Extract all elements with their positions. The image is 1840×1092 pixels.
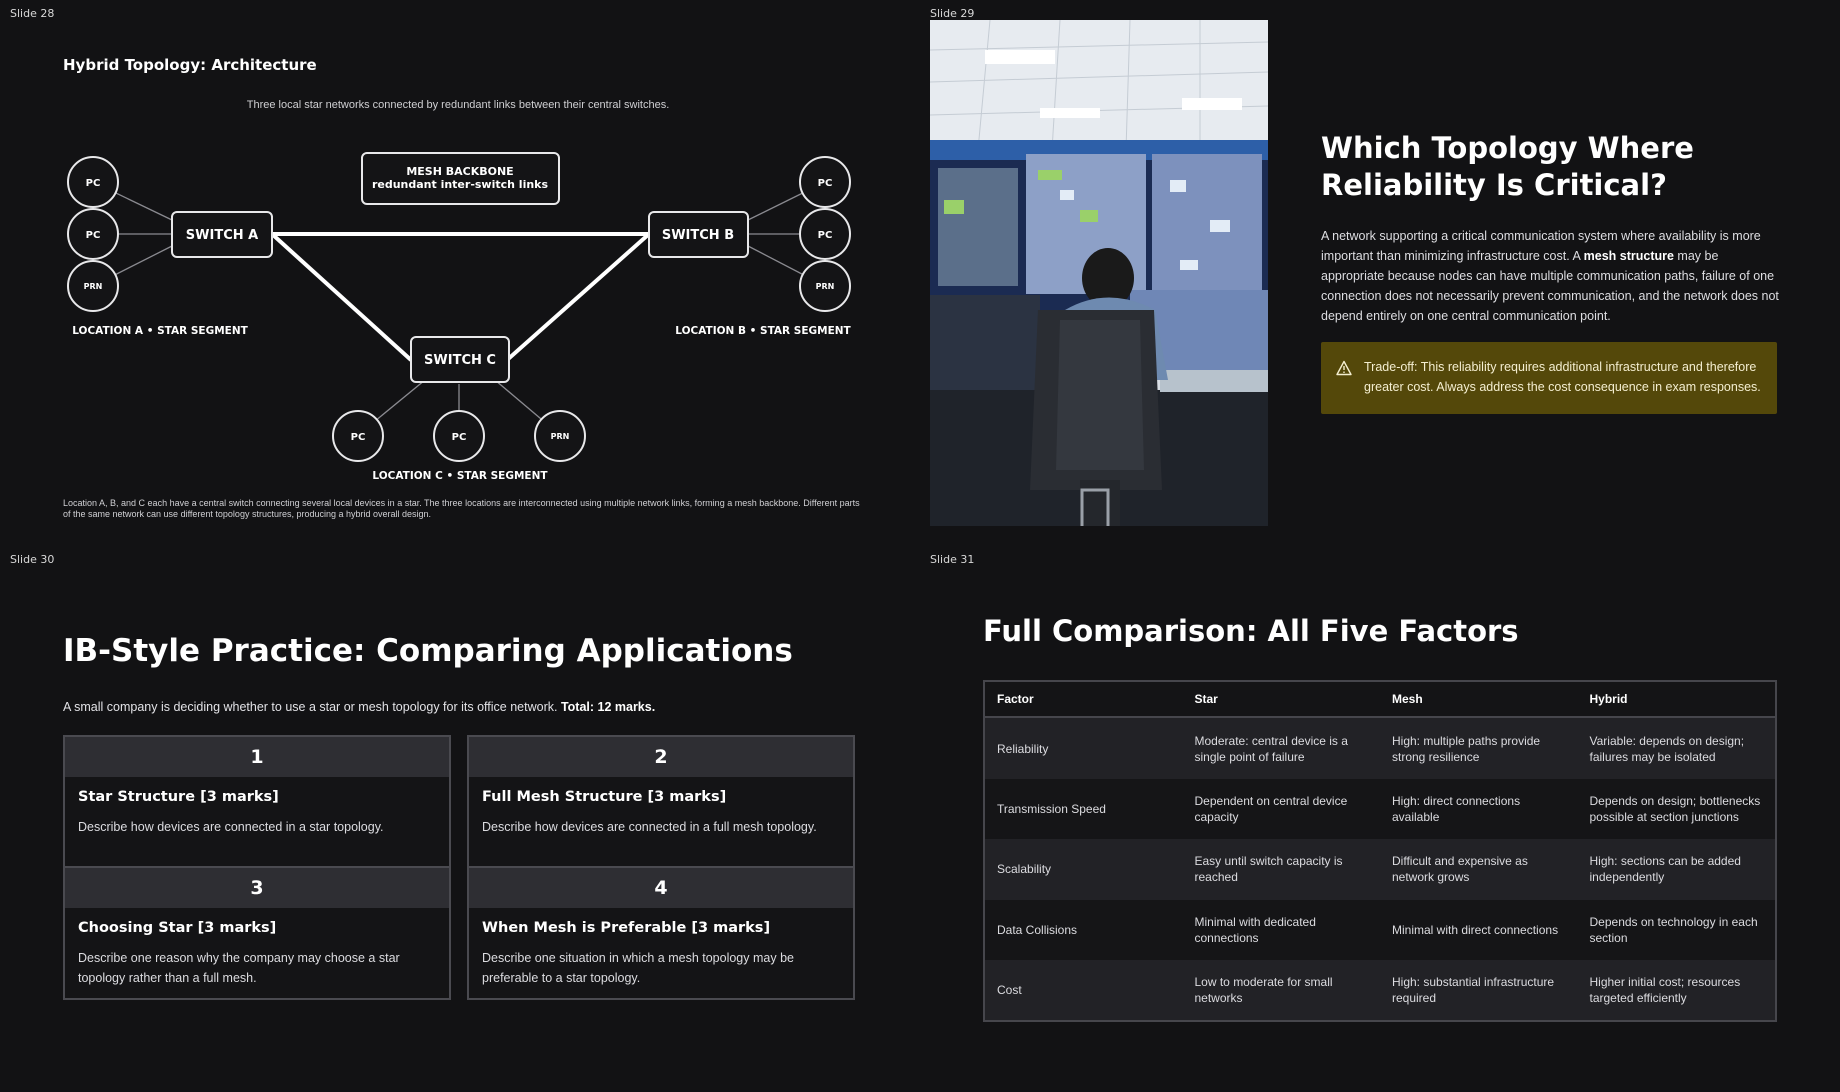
slide-30-title: IB-Style Practice: Comparing Application…	[63, 633, 793, 669]
card-text: Describe one situation in which a mesh t…	[482, 951, 794, 985]
pc-label: PC	[351, 432, 366, 443]
column-header: Mesh	[1380, 682, 1578, 718]
slide-28-label: Slide 28	[10, 7, 55, 20]
table-cell: Low to moderate for small networks	[1182, 959, 1380, 1020]
table-cell: Data Collisions	[985, 899, 1183, 960]
table-row: Scalability Easy until switch capacity i…	[985, 839, 1775, 900]
slide-29-body: A network supporting a critical communic…	[1321, 226, 1781, 326]
pc-label: PC	[452, 432, 467, 443]
pc-label: PC	[818, 230, 833, 241]
printer-node	[534, 410, 586, 462]
printer-node	[67, 260, 119, 312]
slide-30-intro: A small company is deciding whether to u…	[63, 700, 655, 714]
backbone-label-2: redundant inter-switch links	[372, 178, 549, 191]
slide-31-label: Slide 31	[930, 553, 975, 566]
control-room-photo	[930, 20, 1268, 526]
pc-label: PC	[86, 178, 101, 189]
segment-b-label: LOCATION B • STAR SEGMENT	[675, 325, 851, 337]
table-row: Data Collisions Minimal with dedicated c…	[985, 899, 1775, 960]
pc-node	[799, 156, 851, 208]
pc-node	[67, 156, 119, 208]
tradeoff-callout: Trade-off: This reliability requires add…	[1321, 342, 1777, 414]
prn-label: PRN	[816, 282, 835, 291]
question-card-2: 2 Full Mesh Structure [3 marks] Describe…	[467, 735, 855, 869]
slide-28-subtitle: Three local star networks connected by r…	[246, 99, 670, 111]
warning-icon	[1336, 360, 1352, 376]
printer-node	[799, 260, 851, 312]
card-title: Choosing Star [3 marks]	[78, 920, 277, 936]
card-title: When Mesh is Preferable [3 marks]	[482, 920, 771, 936]
hybrid-topology-diagram: SWITCH A SWITCH B SWITCH C MESH BACKBONE…	[67, 152, 852, 482]
card-title: Full Mesh Structure [3 marks]	[482, 789, 727, 805]
table-cell: Minimal with direct connections	[1380, 899, 1578, 960]
switch-a-label: SWITCH A	[186, 228, 258, 243]
switch-c-label: SWITCH C	[424, 353, 496, 368]
body-emphasis: mesh structure	[1583, 249, 1674, 263]
table-cell: Higher initial cost; resources targeted …	[1577, 959, 1775, 1020]
body-text: A network supporting a critical communic…	[1321, 229, 1761, 263]
slide-29-title: Which Topology Where Reliability Is Crit…	[1321, 131, 1694, 202]
mesh-backbone-box	[361, 152, 560, 205]
table-cell: Cost	[985, 959, 1183, 1020]
question-card-1: 1 Star Structure [3 marks] Describe how …	[63, 735, 451, 869]
callout-text: Trade-off: This reliability requires add…	[1364, 360, 1761, 394]
card-text: Describe one reason why the company may …	[78, 951, 400, 985]
backbone-label-1: MESH BACKBONE	[406, 165, 513, 178]
card-number: 3	[65, 868, 449, 908]
table-cell: Transmission Speed	[985, 779, 1183, 840]
card-text: Describe how devices are connected in a …	[482, 820, 817, 834]
table-cell: Moderate: central device is a single poi…	[1182, 717, 1380, 780]
card-number: 4	[469, 868, 853, 908]
slide-31-title: Full Comparison: All Five Factors	[983, 614, 1519, 648]
table-cell: High: sections can be added independentl…	[1577, 839, 1775, 900]
total-marks: Total: 12 marks.	[560, 700, 656, 714]
column-header: Hybrid	[1577, 682, 1775, 718]
table-cell: Minimal with dedicated connections	[1182, 899, 1380, 960]
table-cell: High: multiple paths provide strong resi…	[1380, 717, 1578, 780]
segment-c-label: LOCATION C • STAR SEGMENT	[372, 470, 548, 482]
table-header-row: Factor Star Mesh Hybrid	[985, 682, 1775, 718]
table-cell: High: direct connections available	[1380, 779, 1578, 840]
card-number: 2	[469, 737, 853, 777]
intro-text: A small company is deciding whether to u…	[63, 700, 561, 714]
question-card-4: 4 When Mesh is Preferable [3 marks] Desc…	[467, 866, 855, 1000]
prn-label: PRN	[84, 282, 103, 291]
card-number: 1	[65, 737, 449, 777]
column-header: Factor	[985, 682, 1183, 718]
table-cell: Difficult and expensive as network grows	[1380, 839, 1578, 900]
body-text: may be appropriate because nodes can hav…	[1321, 249, 1779, 323]
switch-c-box	[410, 336, 510, 383]
pc-node	[67, 208, 119, 260]
table-cell: Easy until switch capacity is reached	[1182, 839, 1380, 900]
column-header: Star	[1182, 682, 1380, 718]
table-cell: Scalability	[985, 839, 1183, 900]
prn-label: PRN	[551, 432, 570, 441]
pc-label: PC	[86, 230, 101, 241]
switch-a-box	[171, 211, 273, 258]
segment-a-label: LOCATION A • STAR SEGMENT	[72, 325, 248, 337]
table-cell: Variable: depends on design; failures ma…	[1577, 717, 1775, 780]
table-row: Transmission Speed Dependent on central …	[985, 779, 1775, 840]
pc-node	[799, 208, 851, 260]
card-title: Star Structure [3 marks]	[78, 789, 279, 805]
slide-30-label: Slide 30	[10, 553, 55, 566]
slide-29-label: Slide 29	[930, 7, 975, 20]
comparison-table: Factor Star Mesh Hybrid Reliability Mode…	[983, 680, 1777, 1022]
table-cell: Depends on design; bottlenecks possible …	[1577, 779, 1775, 840]
switch-b-label: SWITCH B	[662, 228, 734, 243]
table-cell: High: substantial infrastructure require…	[1380, 959, 1578, 1020]
table-cell: Reliability	[985, 717, 1183, 780]
pc-node	[433, 410, 485, 462]
slide-28-title: Hybrid Topology: Architecture	[63, 56, 317, 74]
question-card-3: 3 Choosing Star [3 marks] Describe one r…	[63, 866, 451, 1000]
table-cell: Depends on technology in each section	[1577, 899, 1775, 960]
table-row: Cost Low to moderate for small networks …	[985, 959, 1775, 1020]
pc-node	[332, 410, 384, 462]
pc-label: PC	[818, 178, 833, 189]
table-row: Reliability Moderate: central device is …	[985, 717, 1775, 780]
card-text: Describe how devices are connected in a …	[78, 820, 384, 834]
slide-28-footnote: Location A, B, and C each have a central…	[63, 498, 860, 519]
switch-b-box	[648, 211, 749, 258]
table-cell: Dependent on central device capacity	[1182, 779, 1380, 840]
